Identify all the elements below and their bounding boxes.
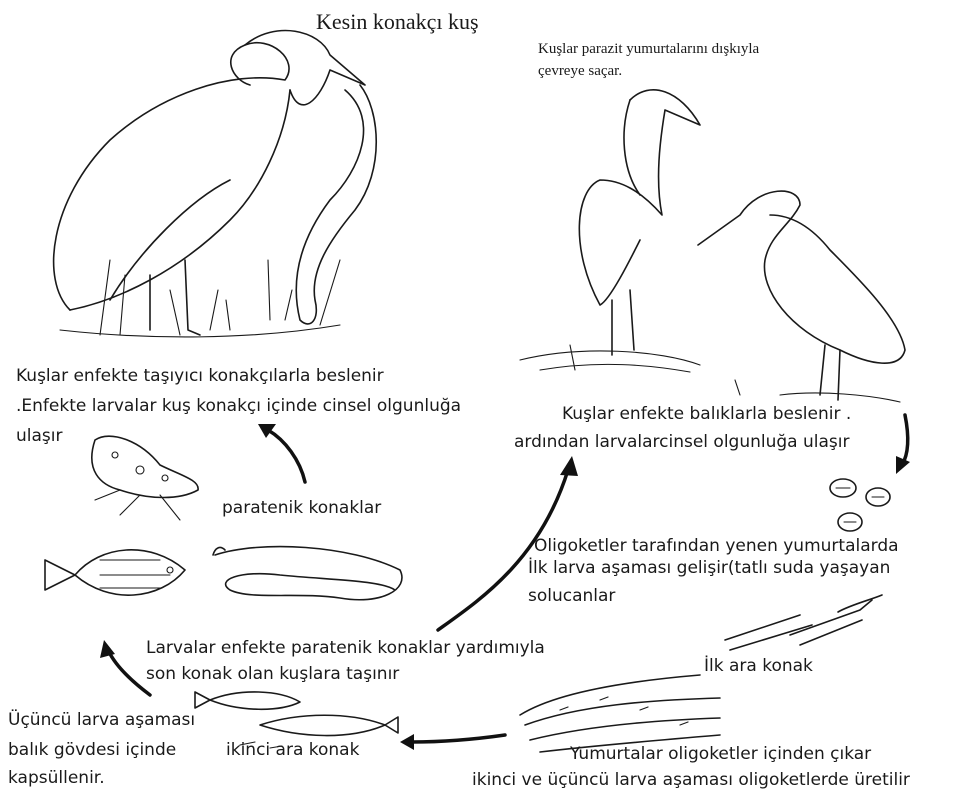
oligochaete-worm-icon [725,595,882,650]
third-stage-text-line-2: balık gövdesi içinde [8,738,176,762]
diagram-title: Kesin konakçı kuş [316,10,479,34]
larvae-carried-text-line-2: son konak olan kuşlara taşınır [146,662,399,686]
paratenic-feed-text-line-2: .Enfekte larvalar kuş konakçı içinde cin… [16,394,461,418]
paratenic-feed-text-line-3: ulaşır [16,424,62,448]
paratenic-feed-text-line-1: Kuşlar enfekte taşıyıcı konakçılarla bes… [16,364,384,388]
egg-spread-text-line-2: çevreye saçar. [538,60,622,82]
larvae-carried-text-line-1: Larvalar enfekte paratenik konaklar yard… [146,636,545,660]
egret-icon [698,191,905,402]
eggs-emerge-text-line-2: ikinci ve üçüncü larva aşaması oligoketl… [472,768,910,792]
eggs-emerge-text-line-1: Yumurtalar oligoketler içinden çıkar [570,742,871,766]
oligochaete-worm-icon [520,675,720,752]
third-stage-text-line-3: kapsüllenir. [8,766,105,790]
egg-icon [830,479,890,531]
oligochaete-eggs-text-line-2: İlk larva aşaması gelişir(tatlı suda yaş… [528,556,890,580]
second-intermediate-host-label: ikinci ara konak [226,738,359,762]
oligochaete-eggs-text-line-3: solucanlar [528,584,615,608]
cycle-arrow-icon [100,415,910,750]
third-stage-text-line-1: Üçüncü larva aşaması [8,708,195,732]
frog-icon [92,436,198,520]
oligochaete-eggs-text-line-1: Oligoketler tarafından yenen yumurtalard… [534,534,899,558]
fish-icon [45,550,185,595]
fish-feed-text-line-1: Kuşlar enfekte balıklarla beslenir . [562,402,851,426]
egg-spread-text-line-1: Kuşlar parazit yumurtalarını dışkıyla [538,38,759,60]
crane-icon [520,90,700,372]
paratenic-hosts-label: paratenik konaklar [222,496,381,520]
heron-icon [54,31,377,337]
eel-icon [213,547,402,600]
fish-feed-text-line-2: ardından larvalarcinsel olgunluğa ulaşır [514,430,850,454]
first-intermediate-host-label: İlk ara konak [704,654,813,678]
